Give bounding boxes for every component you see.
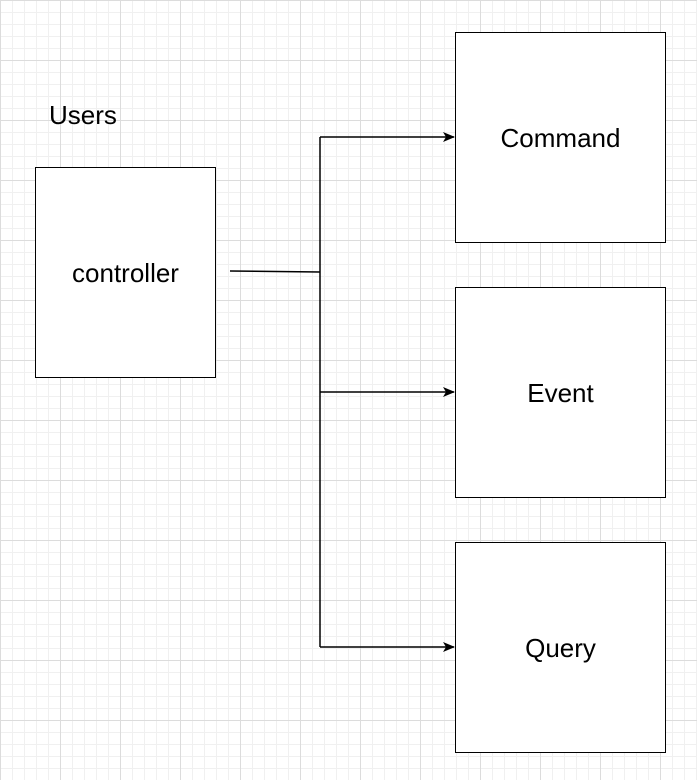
users-title[interactable]: Users (49, 100, 117, 130)
query-label: Query (525, 632, 596, 663)
controller-connector (229, 270, 321, 273)
command-box[interactable]: Command (455, 32, 666, 243)
event-label: Event (527, 377, 594, 408)
query-box[interactable]: Query (455, 542, 666, 753)
controller-label: controller (72, 257, 179, 288)
command-label: Command (500, 122, 621, 153)
event-box[interactable]: Event (455, 287, 666, 498)
controller-box[interactable]: controller (35, 167, 216, 378)
